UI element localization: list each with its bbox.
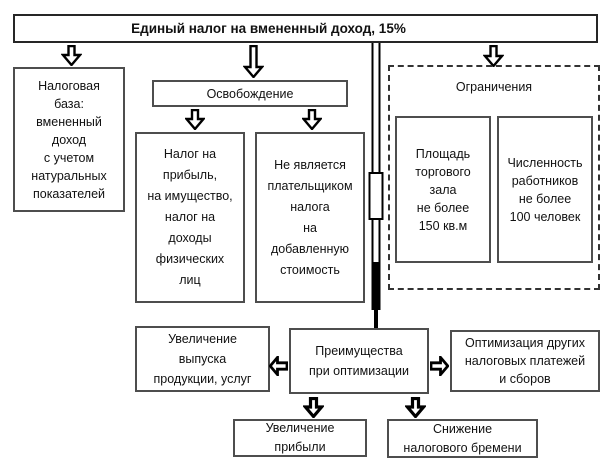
floor-area-box: Площадь торгового зала не более 150 кв.м (395, 116, 491, 263)
down-arrow-icon (302, 109, 322, 130)
profit-tax-box: Налог на прибыль, на имущество, налог на… (135, 132, 245, 303)
output-increase-box: Увеличение выпуска продукции, услуг (135, 326, 270, 392)
down-arrow-icon (405, 397, 426, 418)
exemption-box: Освобождение (152, 80, 348, 107)
down-arrow-icon (243, 45, 264, 78)
title-box: Единый налог на вмененный доход, 15% (13, 14, 598, 43)
down-arrow-icon (61, 45, 82, 66)
advantages-box: Преимущества при оптимизации (289, 328, 429, 394)
left-arrow-icon (269, 356, 288, 376)
restrictions-title: Ограничения (455, 80, 533, 94)
profit-increase-box: Увеличение прибыли (233, 419, 367, 457)
restrictions-box: Ограничения (388, 65, 600, 290)
headcount-box: Численность работников не более 100 чело… (497, 116, 593, 263)
down-arrow-icon (185, 109, 205, 130)
tax-base-box: Налоговая база: вмененный доход с учетом… (13, 67, 125, 212)
tax-burden-box: Снижение налогового бремени (387, 419, 538, 458)
right-arrow-icon (430, 356, 449, 376)
down-arrow-icon (303, 397, 324, 418)
vat-box: Не является плательщиком налога на добав… (255, 132, 365, 303)
other-taxes-box: Оптимизация других налоговых платежей и … (450, 330, 600, 392)
down-arrow-icon (483, 45, 504, 67)
vertical-connector-line (368, 43, 384, 330)
